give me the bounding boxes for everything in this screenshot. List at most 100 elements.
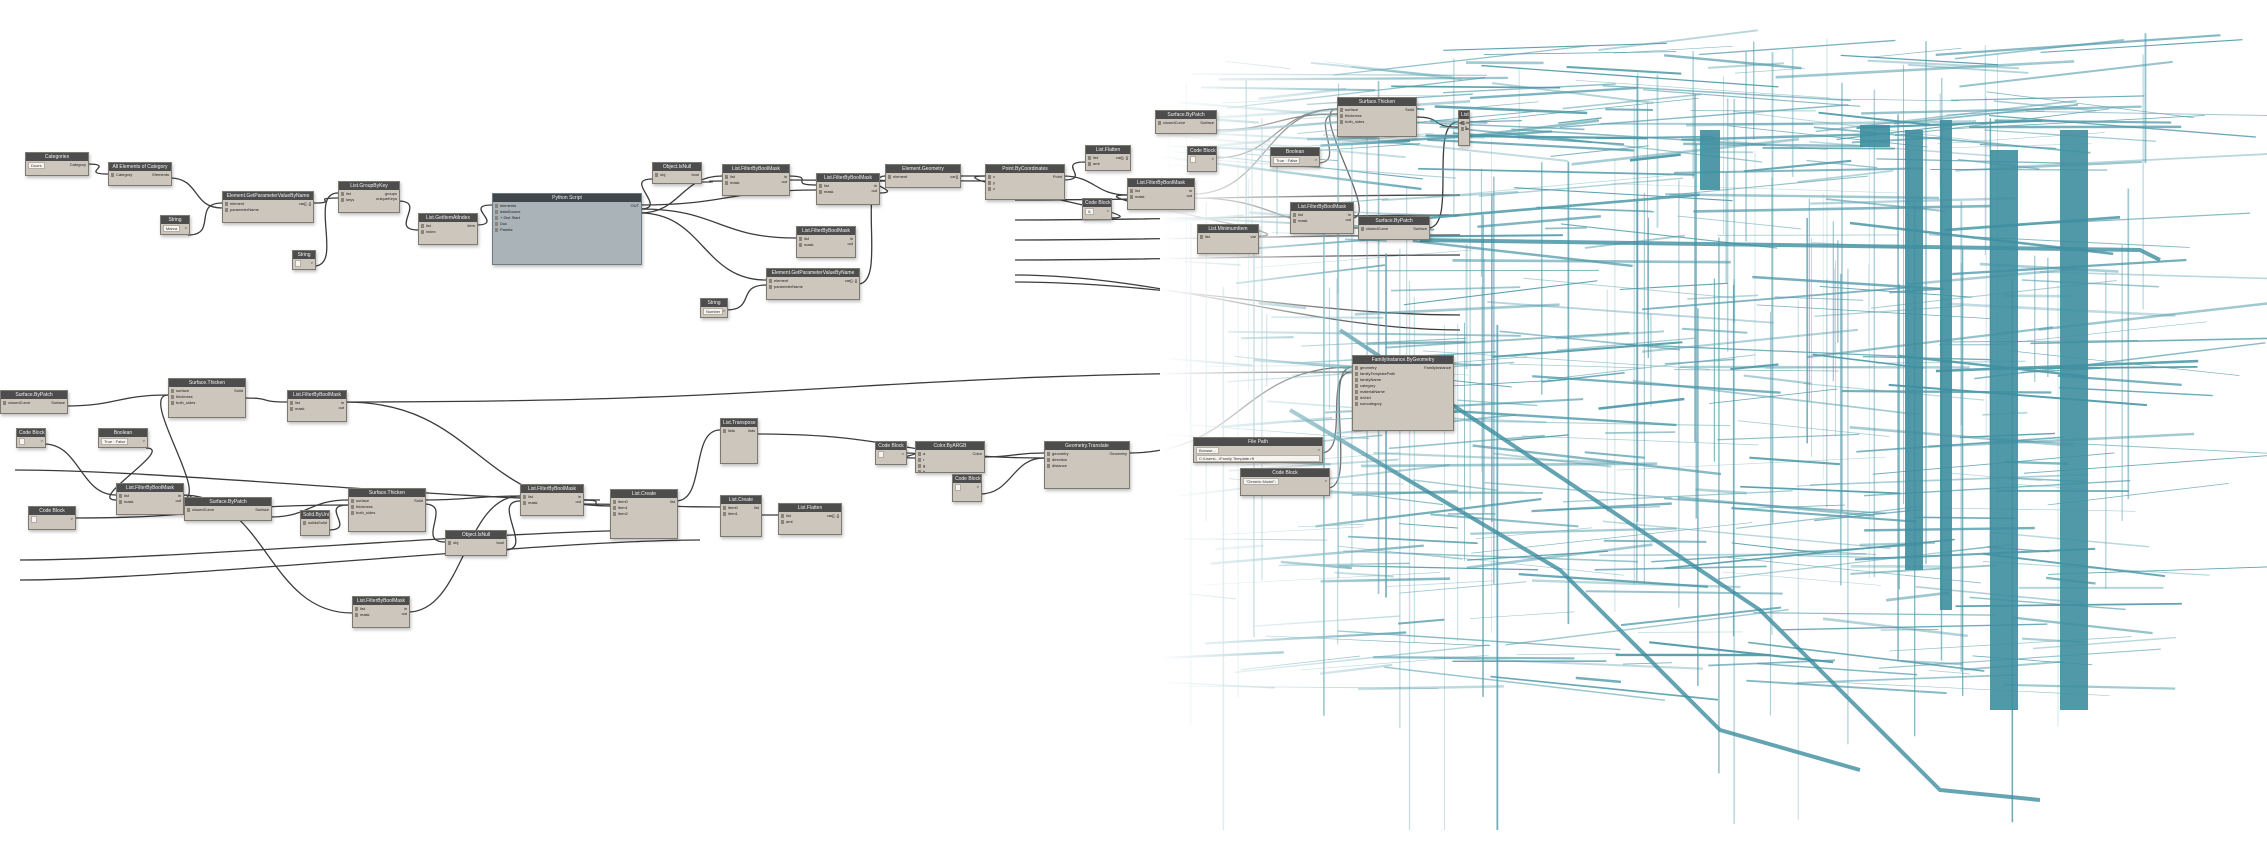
node-input-field[interactable] (1190, 156, 1196, 163)
port-pin-icon[interactable] (171, 400, 174, 405)
connector-wire[interactable] (19, 539, 701, 581)
input-port[interactable]: mask (523, 500, 581, 506)
port-pin-icon[interactable] (225, 201, 228, 206)
connector-wire[interactable] (699, 180, 723, 183)
input-port[interactable]: materialName (1355, 389, 1451, 395)
input-port[interactable]: distance (1047, 463, 1127, 469)
input-port[interactable]: element (225, 201, 311, 207)
node-title[interactable]: All Elements of Category (109, 163, 171, 171)
connector-wire[interactable] (169, 177, 223, 209)
port-pin-icon[interactable] (769, 284, 772, 289)
port-pin-icon[interactable] (799, 242, 802, 247)
input-port[interactable]: list (290, 400, 344, 406)
output-port[interactable]: in (577, 494, 581, 499)
port-pin-icon[interactable] (1340, 119, 1343, 124)
port-pin-icon[interactable] (819, 183, 822, 188)
input-port[interactable]: subcategory (1355, 401, 1451, 407)
input-port[interactable]: z (988, 186, 1062, 192)
node-input-field[interactable] (19, 438, 25, 445)
node-input-field[interactable]: "Generic Model"; (1243, 478, 1279, 485)
connector-wire[interactable] (504, 500, 521, 551)
graph-node[interactable]: Code Block> (16, 428, 46, 448)
node-title[interactable]: List.Flatten (1086, 146, 1130, 154)
port-pin-icon[interactable] (1355, 389, 1358, 394)
port-pin-icon[interactable] (781, 513, 784, 518)
output-port[interactable]: var (1250, 234, 1256, 239)
node-title[interactable]: Surface.Thicken (349, 489, 425, 497)
port-pin-icon[interactable] (1047, 451, 1050, 456)
connector-wire[interactable] (982, 452, 1045, 458)
port-pin-icon[interactable] (988, 186, 991, 191)
port-pin-icon[interactable] (1461, 120, 1464, 125)
output-port[interactable]: in (403, 606, 407, 611)
port-pin-icon[interactable] (119, 493, 122, 498)
node-title[interactable]: List.FilterByBoolMask (797, 227, 855, 235)
output-port[interactable]: out (575, 499, 581, 504)
port-pin-icon[interactable] (111, 172, 114, 177)
input-port[interactable]: closedCurve (3, 400, 65, 406)
port-pin-icon[interactable] (819, 189, 822, 194)
output-port[interactable]: in (849, 236, 853, 241)
node-input-field[interactable] (31, 516, 37, 523)
input-port[interactable]: thickness (1340, 113, 1414, 119)
input-port[interactable]: both_sides (171, 400, 243, 406)
output-port[interactable]: > (1324, 478, 1327, 483)
input-port[interactable]: element (769, 278, 857, 284)
node-title[interactable]: List.Transpose (721, 419, 757, 427)
output-port[interactable]: groups (384, 191, 397, 196)
output-port[interactable]: > (40, 438, 43, 443)
port-pin-icon[interactable] (723, 428, 726, 433)
output-port[interactable]: FamilyInstance (1424, 365, 1451, 370)
port-pin-icon[interactable] (421, 223, 424, 228)
graph-node[interactable]: String> (292, 250, 316, 270)
input-port[interactable]: mask (799, 242, 853, 248)
input-port[interactable]: geometry (1355, 365, 1451, 371)
port-pin-icon[interactable] (495, 209, 498, 214)
input-port[interactable]: mask (119, 499, 181, 505)
connector-wire[interactable] (65, 394, 169, 407)
port-pin-icon[interactable] (725, 180, 728, 185)
node-title[interactable]: Element.GetParameterValueByName (767, 269, 859, 277)
port-pin-icon[interactable] (1130, 188, 1133, 193)
node-input-field[interactable]: 0; (1085, 208, 1095, 215)
input-port[interactable]: isVoid (1355, 395, 1451, 401)
port-pin-icon[interactable] (613, 499, 616, 504)
input-port[interactable]: x (988, 174, 1062, 180)
port-pin-icon[interactable] (988, 174, 991, 179)
port-pin-icon[interactable] (351, 510, 354, 515)
port-pin-icon[interactable] (613, 511, 616, 516)
connector-wire[interactable] (311, 197, 339, 204)
graph-node[interactable]: Code Block> (28, 506, 76, 530)
connector-wire[interactable] (581, 499, 611, 507)
output-port[interactable]: out (401, 611, 407, 616)
port-pin-icon[interactable] (769, 278, 772, 283)
connector-wire[interactable] (1062, 161, 1086, 181)
input-port[interactable]: list (421, 223, 475, 229)
port-pin-icon[interactable] (495, 221, 498, 226)
input-port[interactable]: item0 (723, 505, 759, 511)
port-pin-icon[interactable] (351, 498, 354, 503)
node-title[interactable]: Object.IsNull (653, 163, 701, 171)
input-port[interactable]: y (988, 180, 1062, 186)
input-port[interactable]: amt (1088, 161, 1128, 167)
input-port[interactable]: item2 (613, 511, 675, 517)
port-pin-icon[interactable] (1355, 371, 1358, 376)
input-port[interactable]: item0 (613, 499, 675, 505)
port-pin-icon[interactable] (3, 400, 6, 405)
input-port[interactable]: familyName (1355, 377, 1451, 383)
port-pin-icon[interactable] (1130, 194, 1133, 199)
